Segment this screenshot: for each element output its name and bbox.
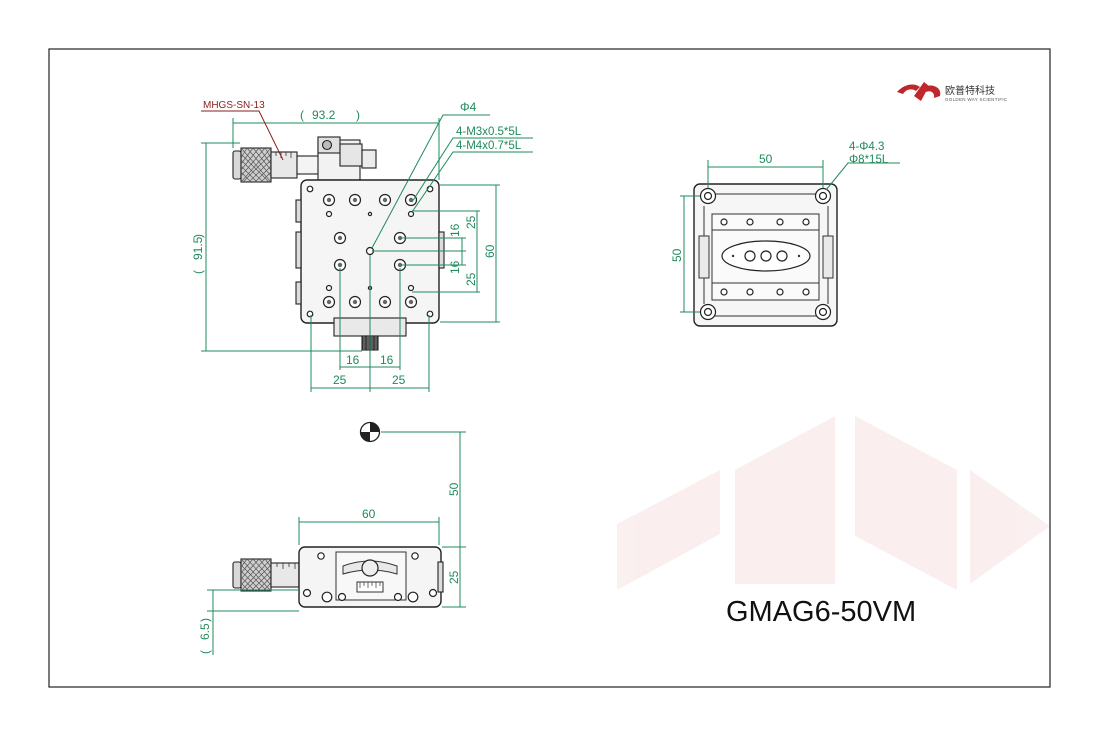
side-holes bbox=[302, 552, 438, 603]
dim-width-93-2: 93.2 bbox=[312, 108, 336, 122]
dim-travel-50: 50 bbox=[447, 482, 461, 496]
top-view: MHGS-SN-13 93.2 ( ) Φ4 4-M3x0.5*5L 4-M4x… bbox=[191, 100, 533, 392]
dim-h-25-right: 25 bbox=[392, 373, 406, 387]
callout-thread-m3: 4-M3x0.5*5L bbox=[456, 126, 522, 138]
dim-offset-6-5: 6.5 bbox=[198, 623, 212, 640]
callout-center-hole: Φ4 bbox=[460, 100, 477, 114]
brand-name-en: GOLDEN WAY SCIENTIFIC bbox=[945, 97, 1008, 102]
micrometer-knob-top bbox=[232, 147, 324, 183]
side-view: 50 25 60 6.5 ) ( bbox=[198, 421, 466, 655]
brand-mark-icon bbox=[897, 82, 941, 101]
dim-height-91-5: 91.5 bbox=[191, 236, 205, 260]
dim-height-50: 50 bbox=[670, 248, 684, 262]
top-view-dimensions bbox=[201, 114, 533, 392]
callout-thread-m4: 4-M4x0.7*5L bbox=[456, 140, 522, 152]
svg-text:(: ( bbox=[300, 108, 304, 122]
micrometer-leader bbox=[201, 110, 284, 161]
bottom-view-dimensions bbox=[680, 160, 900, 313]
bottom-view: 4-Φ4.3 Φ8*15L 50 50 bbox=[670, 141, 900, 327]
dim-v-25-bottom: 25 bbox=[464, 272, 478, 286]
model-name: GMAG6-50VM bbox=[726, 596, 916, 628]
callout-mount-holes: 4-Φ4.3 bbox=[849, 141, 884, 153]
dim-h-25-left: 25 bbox=[333, 373, 347, 387]
dim-h-16-right: 16 bbox=[380, 353, 394, 367]
drawing-frame bbox=[48, 48, 1051, 688]
dim-h-16-left: 16 bbox=[346, 353, 360, 367]
dim-width-60-side: 60 bbox=[362, 507, 376, 521]
svg-text:): ) bbox=[198, 618, 212, 622]
brand-logo: 欧普特科技 GOLDEN WAY SCIENTIFIC bbox=[897, 82, 1008, 102]
center-of-gravity-icon bbox=[359, 421, 381, 443]
dim-v-60: 60 bbox=[483, 244, 497, 258]
svg-text:): ) bbox=[191, 234, 205, 238]
dim-v-16-top: 16 bbox=[448, 223, 462, 237]
dim-v-25-top: 25 bbox=[464, 215, 478, 229]
svg-text:): ) bbox=[356, 108, 360, 122]
watermark-logo bbox=[617, 416, 1050, 590]
micrometer-label: MHGS-SN-13 bbox=[203, 100, 265, 111]
side-view-dimensions bbox=[207, 431, 466, 655]
brand-name-cn: 欧普特科技 bbox=[945, 84, 995, 97]
svg-text:(: ( bbox=[191, 270, 205, 274]
dim-v-16-bottom: 16 bbox=[448, 260, 462, 274]
micrometer-knob-side bbox=[232, 558, 300, 592]
mounting-holes-bottom bbox=[699, 187, 832, 321]
svg-text:(: ( bbox=[198, 650, 212, 654]
callout-counterbore: Φ8*15L bbox=[849, 154, 889, 166]
dim-height-25-side: 25 bbox=[447, 570, 461, 584]
dim-width-50: 50 bbox=[759, 152, 773, 166]
